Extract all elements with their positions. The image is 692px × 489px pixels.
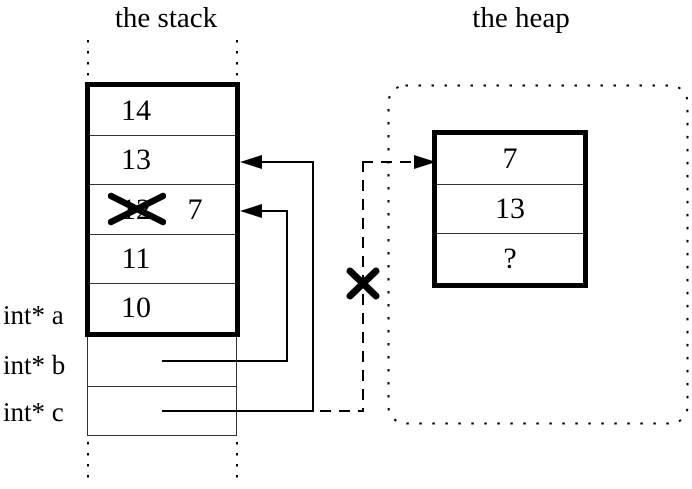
stack-guide-bottom-left [87,442,89,486]
stack-cell-overwritten: 12 7 [90,184,235,233]
arrow-right-icon [414,155,436,169]
stack-cell-value: 11 [121,241,151,275]
pointer-b-line-horizontal [162,360,288,362]
label-int-a: int* a [3,300,64,330]
heap-title: the heap [472,2,570,34]
stack-cell-value: 10 [121,290,151,324]
label-int-c: int* c [3,397,64,427]
stack-cell-13: 13 [90,135,235,184]
stack-guide-bottom-right [236,442,238,486]
pointer-cell-c [88,387,236,437]
stack-frame-box: 14 13 12 7 11 10 [85,82,240,337]
cross-out-icon [108,193,166,226]
pointer-cell-b [88,337,236,387]
stack-cell-10: 10 [90,282,235,332]
stack-cell-value: 14 [121,94,151,128]
stack-guide-top-right [236,40,238,82]
heap-region-outline [387,84,689,425]
pointer-b-line-to-arrow [258,210,288,212]
pointer-c-line-horizontal [162,410,314,412]
pointer-b-line-vertical [286,210,288,362]
stack-title: the stack [114,2,218,34]
pointer-cells-box [87,337,237,436]
heap-cell-unknown: ? [437,233,583,283]
heap-cell-13: 13 [437,183,583,234]
heap-block-box: 7 13 ? [432,130,588,288]
old-heap-pointer-dash-bottom [320,410,364,412]
label-int-b: int* b [3,350,66,380]
stack-cell-14: 14 [90,87,235,135]
arrow-left-icon [240,155,262,169]
pointer-c-line-vertical [312,161,314,412]
pointer-c-line-to-arrow [258,161,314,163]
arrow-left-icon [240,204,262,218]
stack-cell-new-value: 7 [187,192,203,226]
stack-cell-11: 11 [90,233,235,283]
stack-cell-value: 13 [121,143,151,177]
heap-cell-7: 7 [502,142,518,176]
stack-guide-top-left [87,40,89,82]
cross-out-icon [346,267,380,300]
